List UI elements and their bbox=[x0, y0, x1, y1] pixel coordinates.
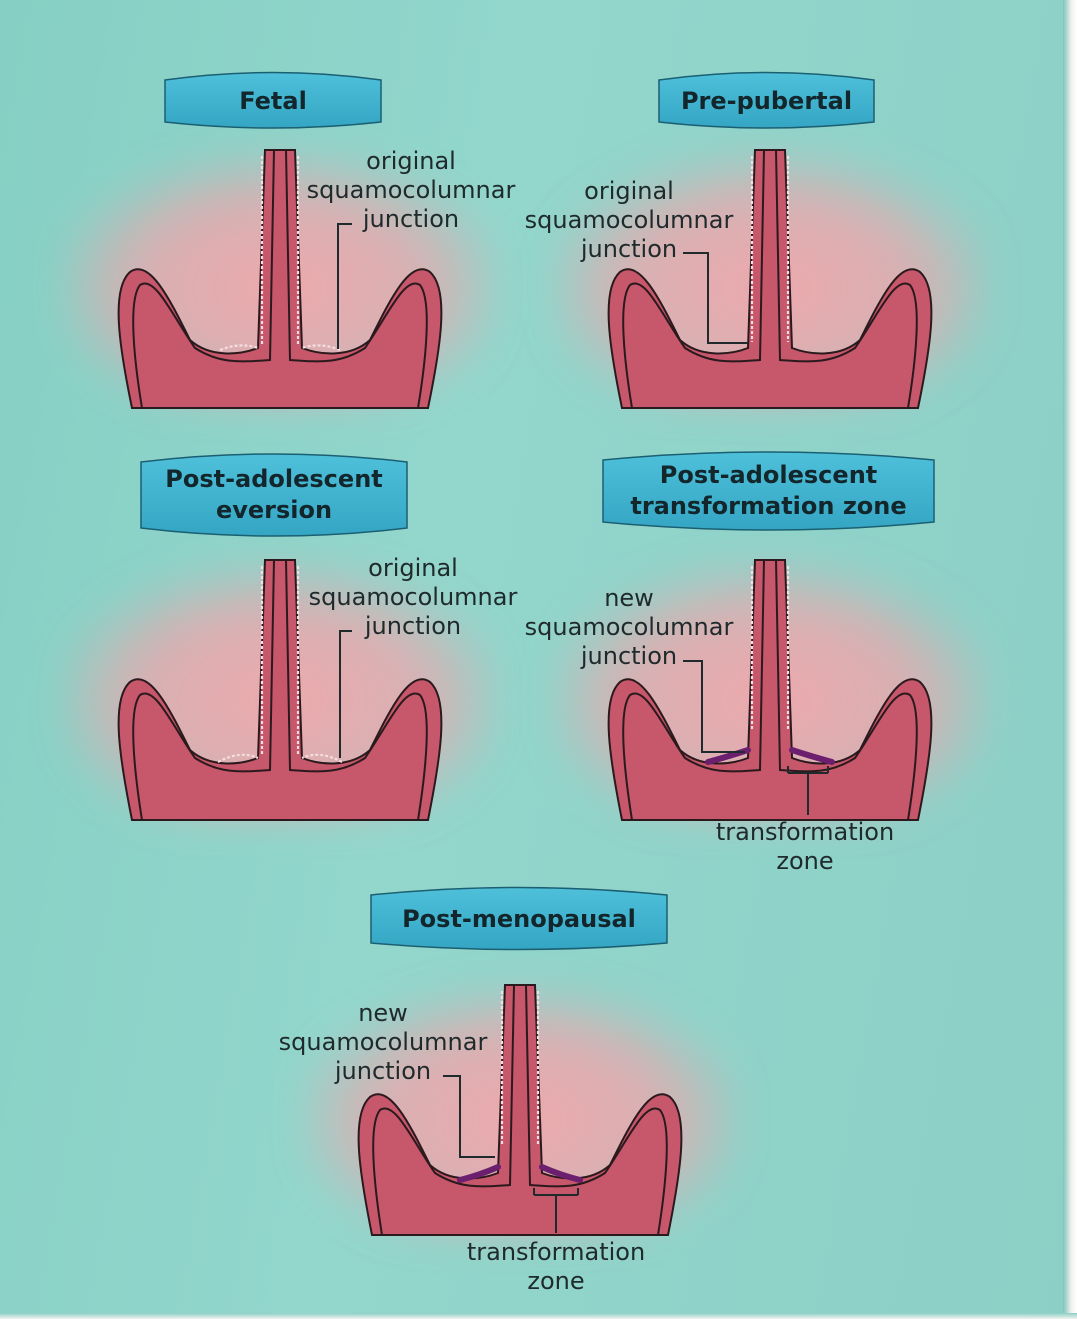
label-postmenopausal-junction: new squamocolumnar junction bbox=[272, 999, 494, 1086]
title-prepubertal: Pre-pubertal bbox=[659, 80, 874, 122]
label-fetal-junction: original squamocolumnar junction bbox=[300, 147, 522, 234]
title-postmenopausal: Post-menopausal bbox=[371, 895, 667, 943]
label-transformation-junction: new squamocolumnar junction bbox=[518, 584, 740, 671]
title-fetal: Fetal bbox=[165, 80, 381, 122]
title-eversion: Post-adolescent eversion bbox=[141, 462, 407, 528]
label-transformation-zone-4: transformation zone bbox=[705, 818, 905, 876]
label-prepubertal-junction: original squamocolumnar junction bbox=[518, 177, 740, 264]
title-transformation: Post-adolescent transformation zone bbox=[603, 460, 934, 522]
label-eversion-junction: original squamocolumnar junction bbox=[302, 554, 524, 641]
label-transformation-zone-5: transformation zone bbox=[456, 1238, 656, 1296]
